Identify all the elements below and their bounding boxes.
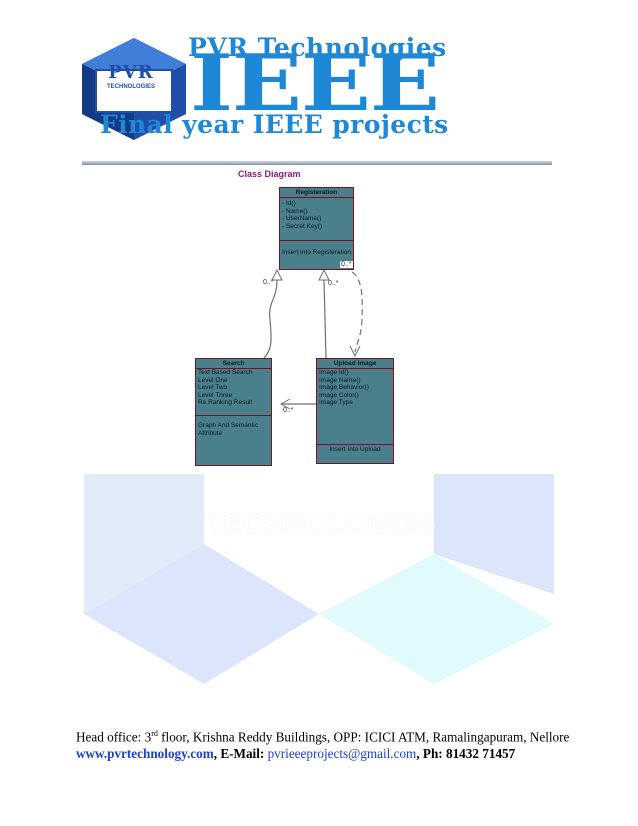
footer-address: Head office: 3rd floor, Krishna Reddy Bu… bbox=[76, 729, 569, 745]
method: Graph And Semantic Attribute bbox=[198, 422, 258, 437]
class-search[interactable]: Search Text Based Search Level One Level… bbox=[195, 358, 272, 466]
watermark-background bbox=[84, 474, 554, 684]
attribute: Image Id() bbox=[319, 369, 349, 376]
attribute-list: Image Id() Image Name() Image Behavior()… bbox=[317, 369, 393, 445]
brand-name: PVR Technologies bbox=[188, 33, 447, 62]
diagram-title: Class Diagram bbox=[238, 169, 301, 179]
method-list: Insert Into Upload bbox=[317, 445, 393, 456]
attribute: Image Name() bbox=[319, 376, 361, 384]
emblem-icon bbox=[82, 38, 186, 140]
address-prefix: Head office: 3 bbox=[76, 729, 152, 745]
attribute: Image Color() bbox=[319, 391, 359, 399]
method-list: Insert Into Registeration bbox=[280, 241, 353, 259]
attribute: - Secret Key() bbox=[282, 222, 323, 230]
attribute: - Name() bbox=[282, 207, 308, 215]
multiplicity-label: 0..* bbox=[283, 407, 294, 414]
address-rest: floor, Krishna Reddy Buildings, OPP: ICI… bbox=[157, 729, 570, 745]
multiplicity-label: 0..* bbox=[263, 279, 274, 286]
email-label: , E-Mail: bbox=[213, 746, 268, 761]
class-name: Search bbox=[196, 359, 271, 369]
method-list: Graph And Semantic Attribute bbox=[196, 416, 271, 439]
footer-contact: www.pvrtechnology.com, E-Mail: pvrieeepr… bbox=[76, 746, 515, 762]
attribute: Image Behavior() bbox=[319, 384, 369, 391]
class-registration[interactable]: Registeration - Id() - Name() - UserName… bbox=[279, 187, 354, 270]
watermark-text: TECHNOLOGIES bbox=[206, 508, 437, 539]
attribute: Level One bbox=[198, 376, 228, 384]
method: Insert Into Registeration bbox=[282, 249, 352, 256]
attribute: - UserName() bbox=[282, 215, 322, 222]
phone-text: , Ph: 81432 71457 bbox=[416, 746, 516, 761]
multiplicity-label: 0..* bbox=[340, 261, 353, 268]
multiplicity-label: 0..* bbox=[328, 280, 339, 287]
emblem-subtext: TECHNOLOGIES bbox=[106, 84, 155, 90]
class-upload-image[interactable]: Upload Image Image Id() Image Name() Ima… bbox=[316, 358, 394, 464]
class-name: Registeration bbox=[280, 188, 353, 198]
attribute: Re Ranking Result bbox=[198, 399, 253, 406]
attribute: Level Three bbox=[198, 391, 233, 399]
class-name: Upload Image bbox=[317, 359, 393, 369]
method: Insert Into Upload bbox=[329, 446, 381, 453]
ieee-wordmark: IEEE bbox=[190, 38, 440, 129]
emblem-text: PVR bbox=[108, 62, 154, 83]
attribute-list: - Id() - Name() - UserName() - Secret Ke… bbox=[280, 198, 353, 241]
tagline: Final year IEEE projects bbox=[100, 110, 449, 139]
attribute: - Id() bbox=[282, 200, 296, 207]
attribute: Image Type bbox=[319, 399, 353, 406]
address-sup: rd bbox=[151, 729, 158, 738]
attribute-list: Text Based Search Level One Level Two Le… bbox=[196, 369, 271, 416]
header-divider bbox=[82, 161, 552, 165]
website-link[interactable]: www.pvrtechnology.com bbox=[76, 746, 214, 761]
email-link[interactable]: pvrieeeprojects@gmail.com bbox=[267, 746, 417, 761]
attribute: Level Two bbox=[198, 384, 228, 391]
attribute: Text Based Search bbox=[198, 369, 253, 376]
